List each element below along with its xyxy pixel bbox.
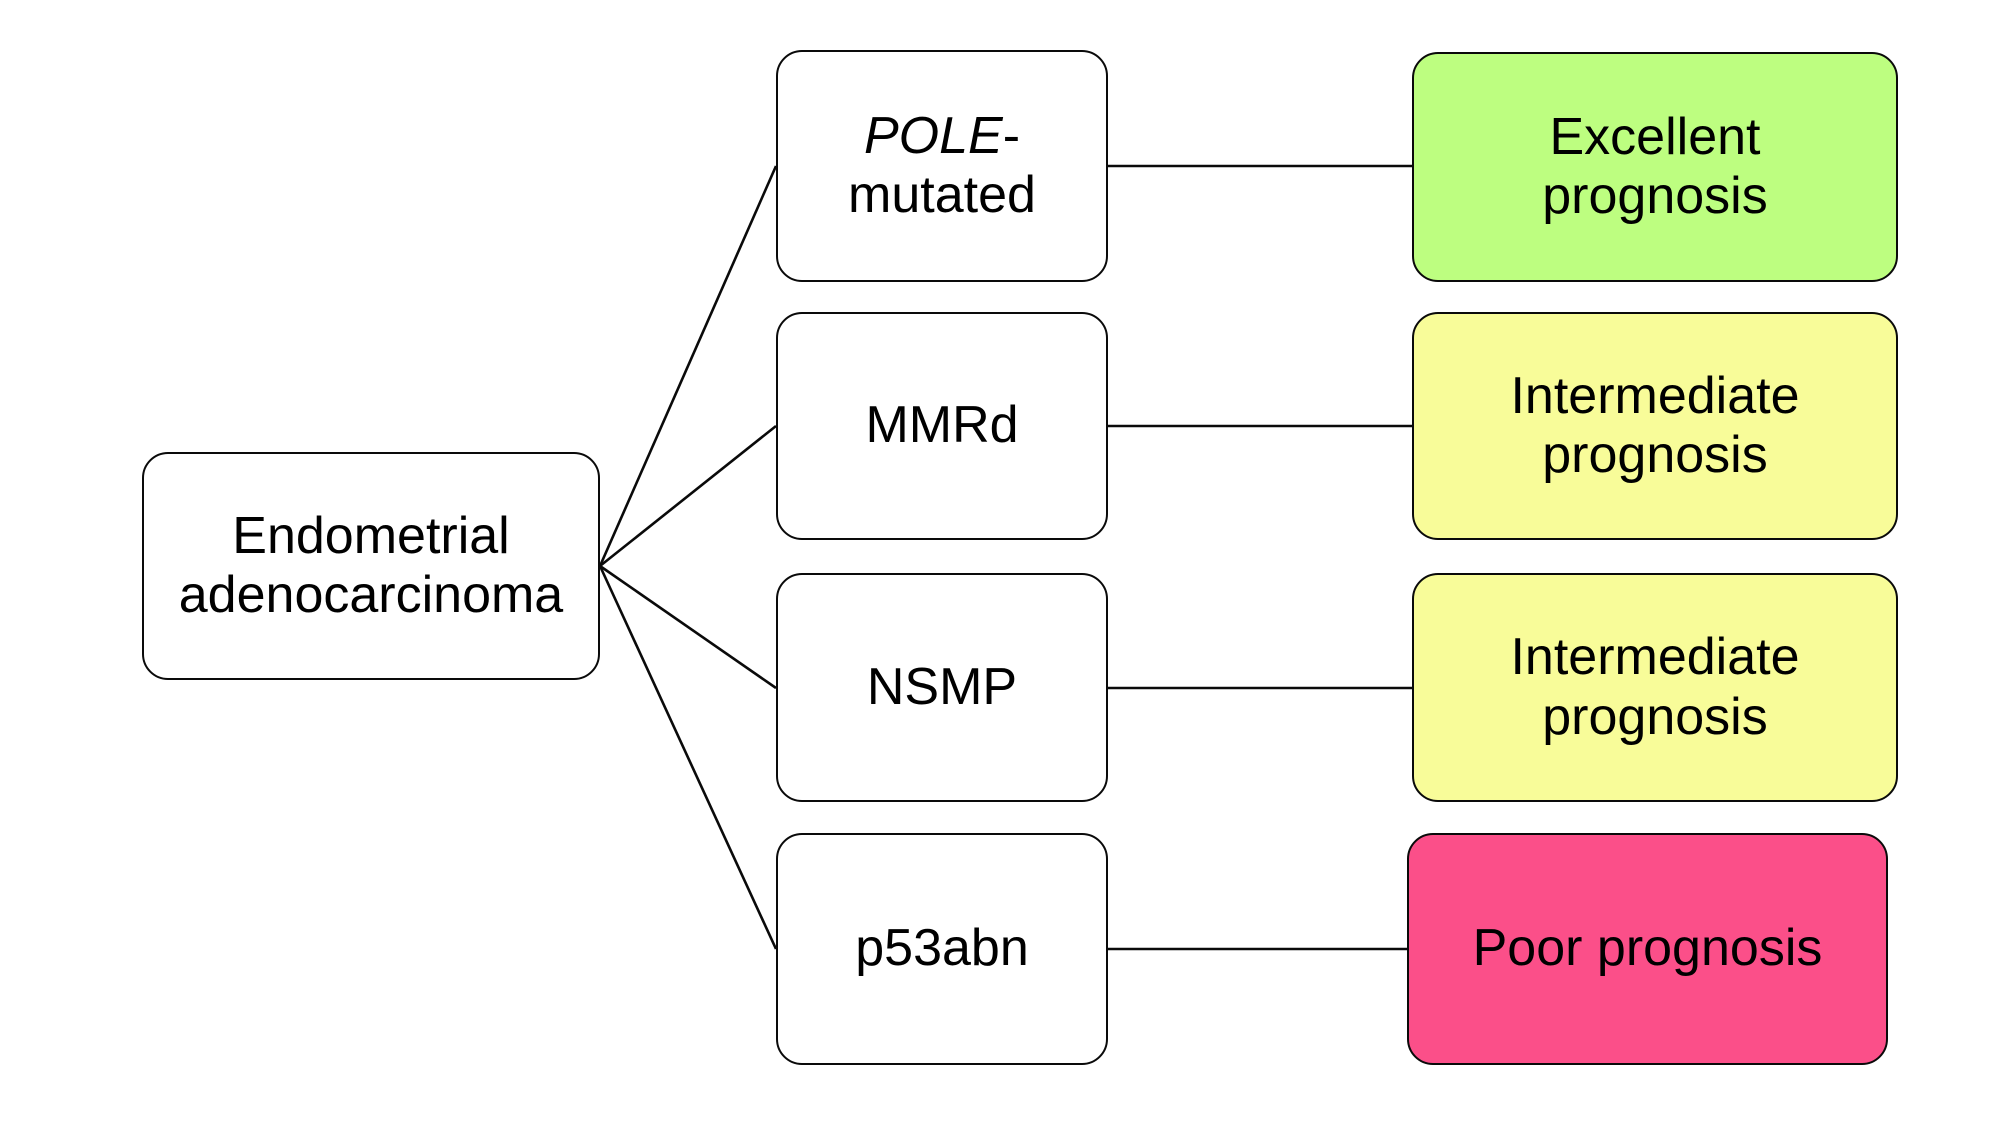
node-pole-mutated-suffix: -mutated: [848, 106, 1036, 224]
node-p53abn-label: p53abn: [855, 919, 1029, 978]
node-excellent-prognosis-label: Excellent prognosis: [1542, 107, 1768, 225]
edge-root-to-p53abn: [598, 565, 778, 950]
node-intermediate-prognosis-mmrd-label: Intermediate prognosis: [1510, 366, 1800, 484]
edge-root-to-mmrd: [599, 424, 777, 568]
node-poor-prognosis[interactable]: Poor prognosis: [1407, 833, 1888, 1065]
node-poor-prognosis-label: Poor prognosis: [1472, 919, 1823, 978]
edge-root-to-nsmp: [599, 564, 777, 690]
root-branch-edges: [598, 165, 778, 950]
node-endometrial-adenocarcinoma-label: Endometrial adenocarcinoma: [178, 506, 564, 624]
node-nsmp[interactable]: NSMP: [776, 573, 1108, 802]
node-excellent-prognosis[interactable]: Excellent prognosis: [1412, 52, 1898, 282]
node-nsmp-label: NSMP: [866, 657, 1018, 716]
node-pole-mutated[interactable]: POLE-mutated: [776, 50, 1108, 282]
node-intermediate-prognosis-mmrd[interactable]: Intermediate prognosis: [1412, 312, 1898, 540]
node-mmrd-label: MMRd: [865, 396, 1019, 455]
node-endometrial-adenocarcinoma[interactable]: Endometrial adenocarcinoma: [142, 452, 600, 680]
node-mmrd[interactable]: MMRd: [776, 312, 1108, 540]
class-outcome-edges: [1108, 164, 1412, 951]
gene-symbol-pole: POLE: [863, 106, 1003, 165]
node-pole-mutated-label: POLE-mutated: [788, 107, 1096, 226]
edge-root-to-pole: [598, 165, 778, 567]
node-intermediate-prognosis-nsmp-label: Intermediate prognosis: [1510, 628, 1800, 746]
node-intermediate-prognosis-nsmp[interactable]: Intermediate prognosis: [1412, 573, 1898, 802]
node-p53abn[interactable]: p53abn: [776, 833, 1108, 1065]
